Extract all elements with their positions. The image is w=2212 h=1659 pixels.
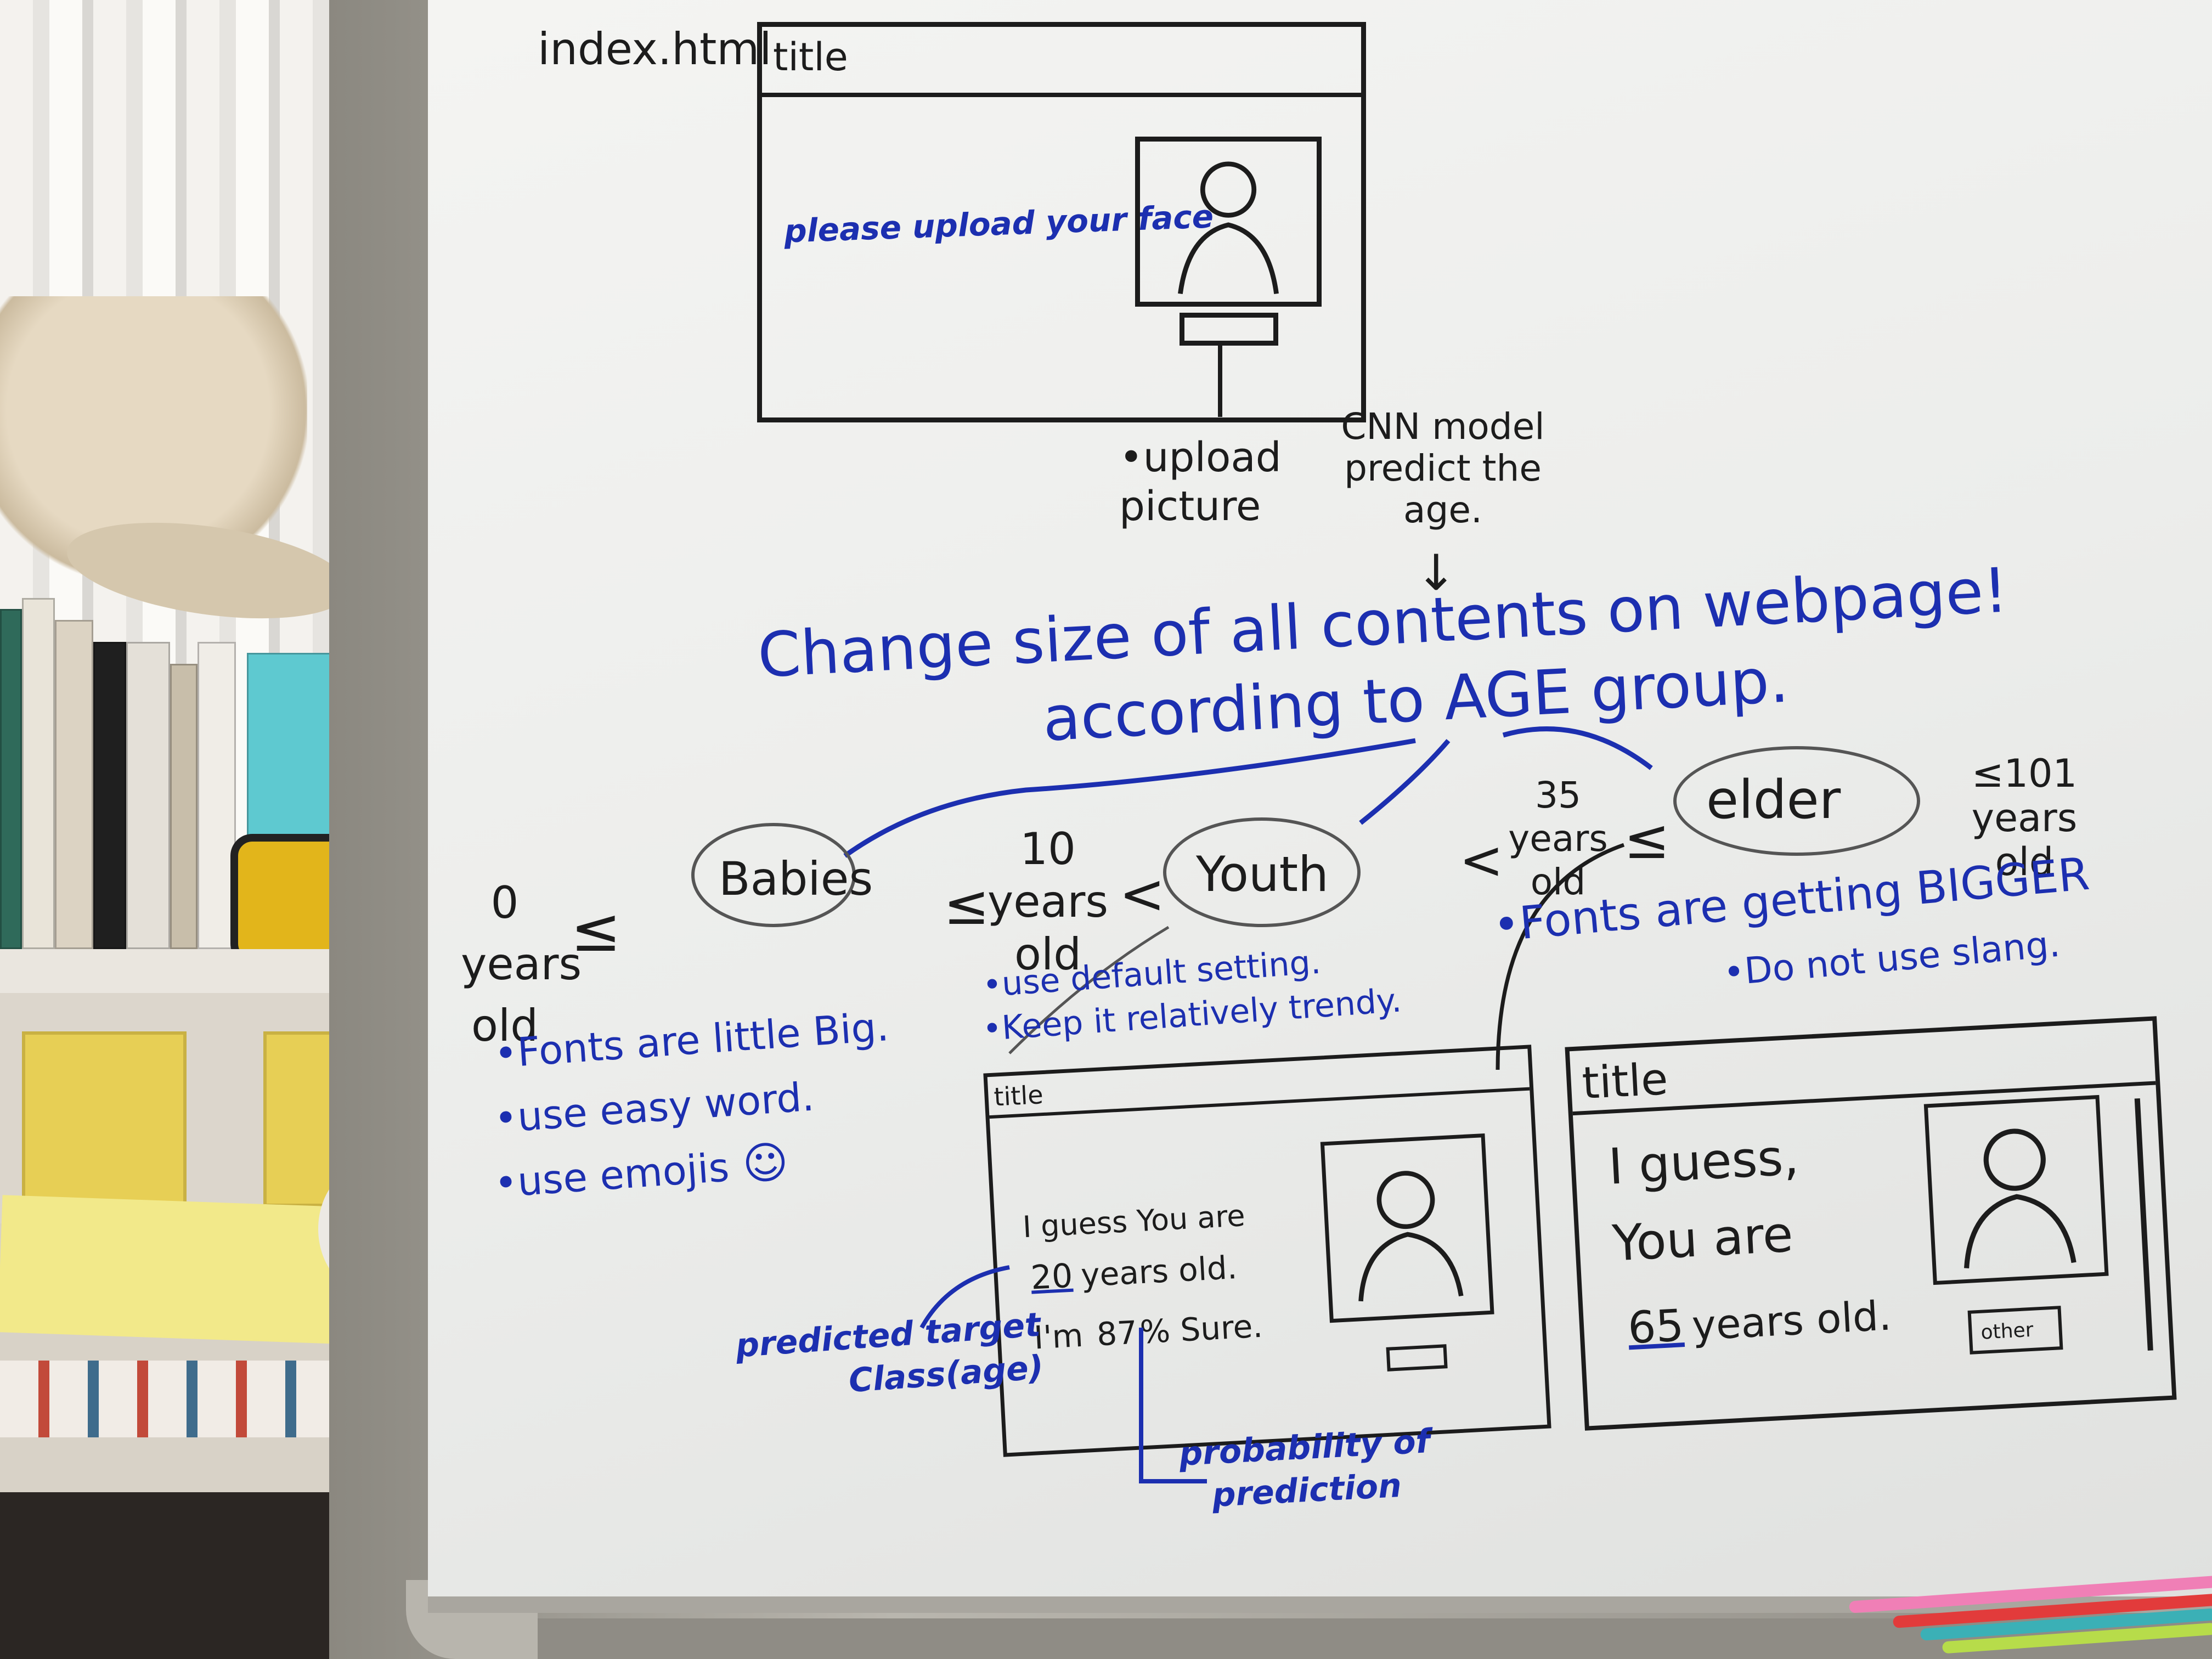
connector-line — [1218, 346, 1222, 417]
babies-le-symbol: ≤ — [571, 895, 622, 965]
book — [93, 642, 126, 949]
face-icon — [1964, 1128, 2076, 1268]
upload-note: •upload picture — [1119, 434, 1282, 530]
marker-tray — [538, 1618, 2212, 1659]
youth-le-symbol: ≤ — [944, 873, 990, 937]
youth-oval — [1163, 817, 1361, 927]
face-icon — [1178, 161, 1279, 294]
face-placeholder — [1135, 137, 1322, 307]
elder-upper-range: ≤101 years old — [1971, 751, 2078, 884]
book — [55, 620, 93, 949]
index-page-sketch: title please upload your face — [757, 22, 1366, 422]
youth-page-mockup: title I guess You are 20 years old. I'm … — [983, 1045, 1551, 1457]
elder-page-mockup: title I guess, You are 65 years old. oth… — [1565, 1016, 2177, 1431]
youth-range: 10 years old — [987, 823, 1109, 980]
shelf — [0, 949, 384, 993]
branch-arrows — [843, 726, 1653, 1070]
file-label: index.html — [538, 24, 772, 75]
book — [0, 609, 22, 949]
babies-oval — [691, 823, 856, 927]
yellow-drawer — [22, 1031, 187, 1207]
whiteboard: index.html title please upload your face… — [428, 0, 2212, 1613]
upload-button-sketch — [1180, 313, 1278, 346]
elder-oval — [1673, 746, 1920, 856]
book — [22, 598, 55, 949]
index-title: title — [773, 35, 848, 80]
youth-label: Youth — [1196, 846, 1329, 902]
book — [126, 642, 170, 949]
elder-label: elder — [1706, 769, 1841, 831]
elder-le-symbol: ≤ — [1624, 807, 1670, 871]
youth-face-placeholder — [1320, 1133, 1494, 1323]
cnn-note: CNN model predict the age. — [1341, 405, 1545, 531]
down-arrow-icon: ↓ — [1415, 544, 1457, 602]
elder-face-placeholder — [1923, 1094, 2109, 1285]
elder-range: 35 years old — [1508, 774, 1608, 904]
elder-lt-symbol: < — [1459, 830, 1504, 891]
youth-lt-symbol: < — [1119, 862, 1165, 926]
book — [170, 664, 198, 949]
babies-label: Babies — [719, 852, 873, 906]
annotation-leaders — [919, 1265, 1207, 1483]
book — [198, 642, 236, 949]
face-icon — [1358, 1171, 1464, 1302]
